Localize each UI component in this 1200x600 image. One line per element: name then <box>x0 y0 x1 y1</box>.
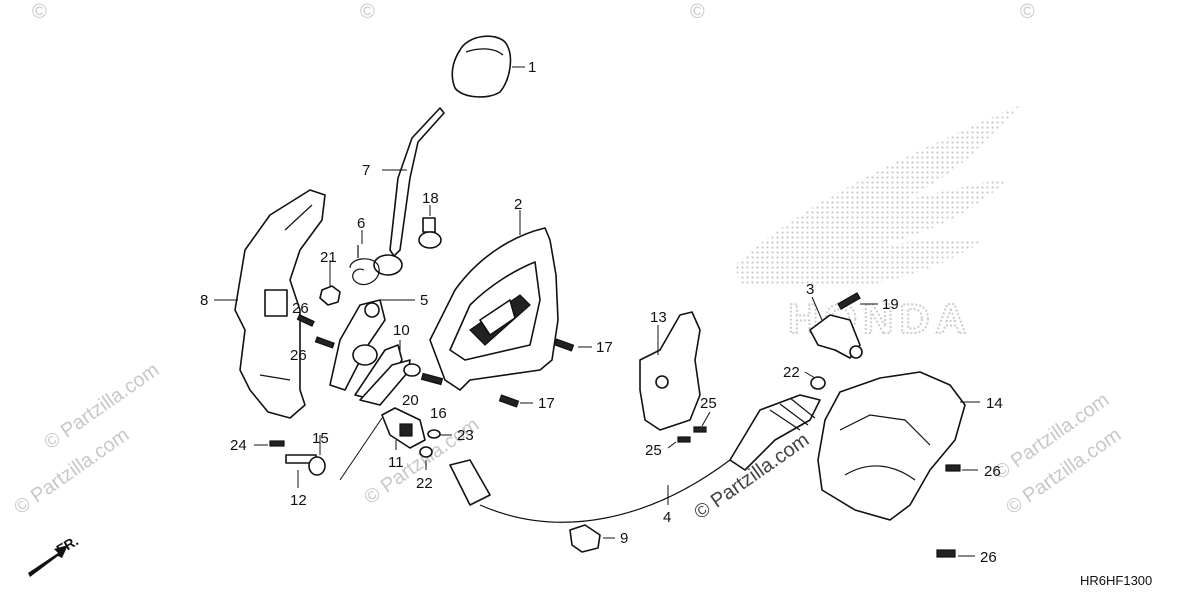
callout-25: 25 <box>700 395 717 412</box>
callout-4: 4 <box>663 509 671 526</box>
bolt-17 <box>498 394 520 408</box>
bolt-25 <box>693 426 707 433</box>
callout-23: 23 <box>457 427 474 444</box>
callout-17b: 17 <box>538 395 555 412</box>
callout-17: 17 <box>596 339 613 356</box>
callout-16: 16 <box>430 405 447 422</box>
callout-24: 24 <box>230 437 247 454</box>
bolt-26 <box>945 464 961 472</box>
callout-8: 8 <box>200 292 208 309</box>
callout-15: 15 <box>312 430 329 447</box>
link-arm-5 <box>329 299 386 391</box>
callout-6: 6 <box>357 215 365 232</box>
callout-26: 26 <box>292 300 309 317</box>
callout-22: 22 <box>783 364 800 381</box>
cover-14 <box>817 371 966 521</box>
callout-13: 13 <box>650 309 667 326</box>
bolt-18 <box>418 217 442 249</box>
clip-23 <box>427 429 441 439</box>
callout-26c: 26 <box>984 463 1001 480</box>
arm-3 <box>809 314 863 359</box>
shift-lever-rod <box>373 107 445 276</box>
honda-wing-logo <box>735 105 1020 285</box>
bolt-26 <box>296 314 335 349</box>
callout-11: 11 <box>388 454 404 471</box>
callout-3: 3 <box>806 281 814 298</box>
callout-10: 10 <box>393 322 410 339</box>
bolt-24 <box>269 440 285 447</box>
callout-2: 2 <box>514 196 522 213</box>
clip-9 <box>569 524 601 553</box>
callout-18: 18 <box>422 190 439 207</box>
callout-19: 19 <box>882 296 899 313</box>
callout-26b: 26 <box>290 347 307 364</box>
watermark: © <box>1020 1 1035 23</box>
callout-7: 7 <box>362 162 370 179</box>
leader-lines <box>214 66 980 557</box>
watermark: © <box>32 1 47 23</box>
front-direction-arrow: FR. <box>28 532 81 577</box>
callout-14: 14 <box>986 395 1003 412</box>
bolt-16 <box>420 372 444 386</box>
callout-25b: 25 <box>645 442 662 459</box>
callout-12: 12 <box>290 492 307 509</box>
callout-20: 20 <box>402 392 419 409</box>
callout-26d: 26 <box>980 549 997 566</box>
shift-cable-4 <box>449 394 821 523</box>
callout-22b: 22 <box>416 475 433 492</box>
shift-cover-panel <box>429 227 559 391</box>
bracket-11 <box>381 407 426 449</box>
nut-22 <box>419 446 433 458</box>
nut-21 <box>319 285 341 306</box>
callout-21: 21 <box>320 249 337 266</box>
shift-knob <box>451 35 512 98</box>
bolt-19 <box>837 292 861 310</box>
figure-code: HR6HF1300 <box>1080 573 1152 588</box>
spring-6 <box>349 245 380 286</box>
bracket-13 <box>639 311 701 431</box>
watermark: © <box>690 1 705 23</box>
bolt-17 <box>553 338 575 352</box>
watermark: © <box>360 1 375 23</box>
bolt-12 <box>285 454 326 476</box>
callout-1: 1 <box>528 59 536 76</box>
nut-22 <box>810 376 826 390</box>
washer-20 <box>403 363 421 377</box>
bolt-25 <box>677 436 691 443</box>
callout-labels: 1 2 3 4 5 6 7 8 9 10 11 12 13 14 15 16 1… <box>200 59 1003 566</box>
bolt-26 <box>936 549 956 558</box>
callout-5: 5 <box>420 292 428 309</box>
callout-9: 9 <box>620 530 628 547</box>
bracket-8 <box>234 189 326 419</box>
